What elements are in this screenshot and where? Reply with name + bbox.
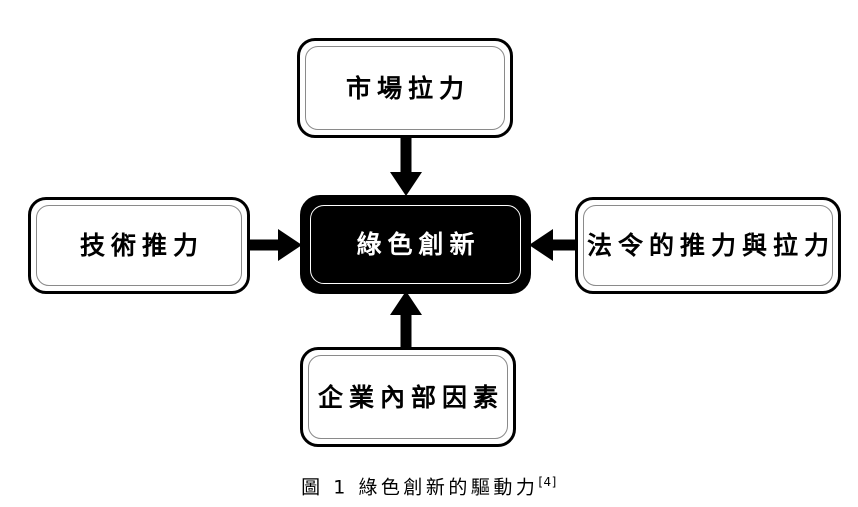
arrow-internal-factors-to-center [390, 291, 422, 349]
figure-caption-text: 圖 1 綠色創新的驅動力 [301, 476, 539, 499]
node-internal-firm-factors-inner: 企業內部因素 [308, 355, 508, 439]
arrow-regulation-to-center [529, 229, 583, 261]
node-regulation-push-pull-inner: 法令的推力與拉力 [583, 205, 833, 286]
figure-caption-citation: [4] [538, 475, 557, 489]
node-internal-firm-factors-label: 企業內部因素 [317, 382, 504, 412]
node-regulation-push-pull[interactable]: 法令的推力與拉力 [575, 197, 841, 294]
node-technology-push[interactable]: 技術推力 [28, 197, 250, 294]
node-market-pull[interactable]: 市場拉力 [297, 38, 513, 138]
node-green-innovation[interactable]: 綠色創新 [300, 195, 531, 294]
figure-caption: 圖 1 綠色創新的驅動力[4] [0, 475, 858, 499]
node-regulation-push-pull-label: 法令的推力與拉力 [587, 231, 836, 260]
node-technology-push-label: 技術推力 [79, 231, 204, 260]
node-market-pull-label: 市場拉力 [345, 73, 470, 103]
node-internal-firm-factors[interactable]: 企業內部因素 [300, 347, 516, 447]
arrow-market-pull-to-center [390, 136, 422, 198]
node-green-innovation-label: 綠色創新 [356, 230, 481, 259]
node-technology-push-inner: 技術推力 [36, 205, 242, 286]
node-green-innovation-inner: 綠色創新 [310, 205, 521, 284]
arrow-technology-push-to-center [248, 229, 302, 261]
node-market-pull-inner: 市場拉力 [305, 46, 505, 130]
